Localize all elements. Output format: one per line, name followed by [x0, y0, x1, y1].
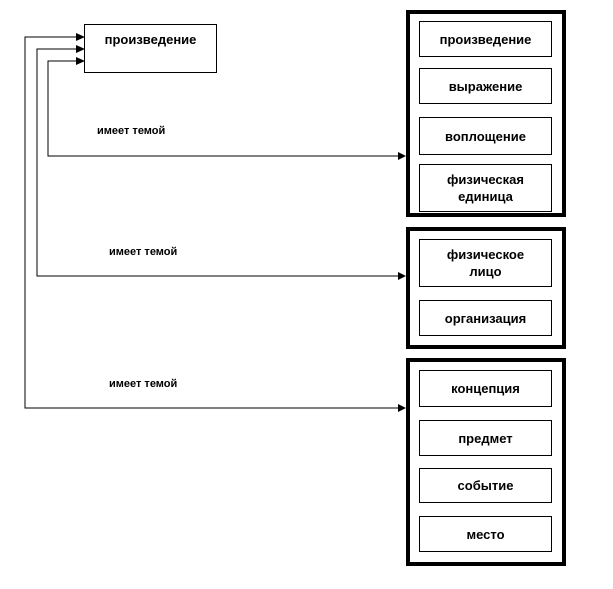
group-2-item-2: организация — [419, 300, 552, 336]
relation-1-line — [47, 57, 400, 157]
group-3-item-4-label: место — [466, 526, 505, 542]
group-3-item-1: концепция — [419, 370, 552, 407]
group-1-item-1: произведение — [419, 21, 552, 57]
group-2-item-2-label: организация — [444, 310, 527, 326]
group-1-item-2-label: выражение — [448, 78, 523, 94]
group-2-item-1: физическое лицо — [419, 239, 552, 287]
relation-2-line — [36, 45, 400, 277]
relation-3-end-arrow — [398, 404, 406, 412]
relation-2-end-arrow — [398, 272, 406, 280]
group-1-item-3: воплощение — [419, 117, 552, 155]
relation-1-label: имеет темой — [97, 125, 166, 137]
relation-3-line — [24, 33, 400, 409]
source-node: произведение — [84, 24, 217, 73]
source-node-label: произведение — [104, 32, 197, 47]
group-3-item-2: предмет — [419, 420, 552, 456]
group-1-item-3-label: воплощение — [445, 128, 526, 144]
group-1-item-1-label: произведение — [439, 31, 532, 47]
group-1-item-4-label: физическая единица — [447, 172, 524, 204]
relation-3-label: имеет темой — [109, 378, 178, 390]
group-3-item-2-label: предмет — [458, 430, 513, 446]
group-3-item-3-label: событие — [457, 478, 514, 493]
group-2-item-1-label: физическое лицо — [446, 247, 525, 279]
group-3-item-3: событие — [419, 468, 552, 503]
group-1-item-2: выражение — [419, 68, 552, 104]
group-3-item-1-label: концепция — [451, 381, 520, 396]
relation-1-end-arrow — [398, 152, 406, 160]
group-3-item-4: место — [419, 516, 552, 552]
relation-2-label: имеет темой — [109, 246, 178, 258]
group-1-item-4: физическая единица — [419, 164, 552, 212]
